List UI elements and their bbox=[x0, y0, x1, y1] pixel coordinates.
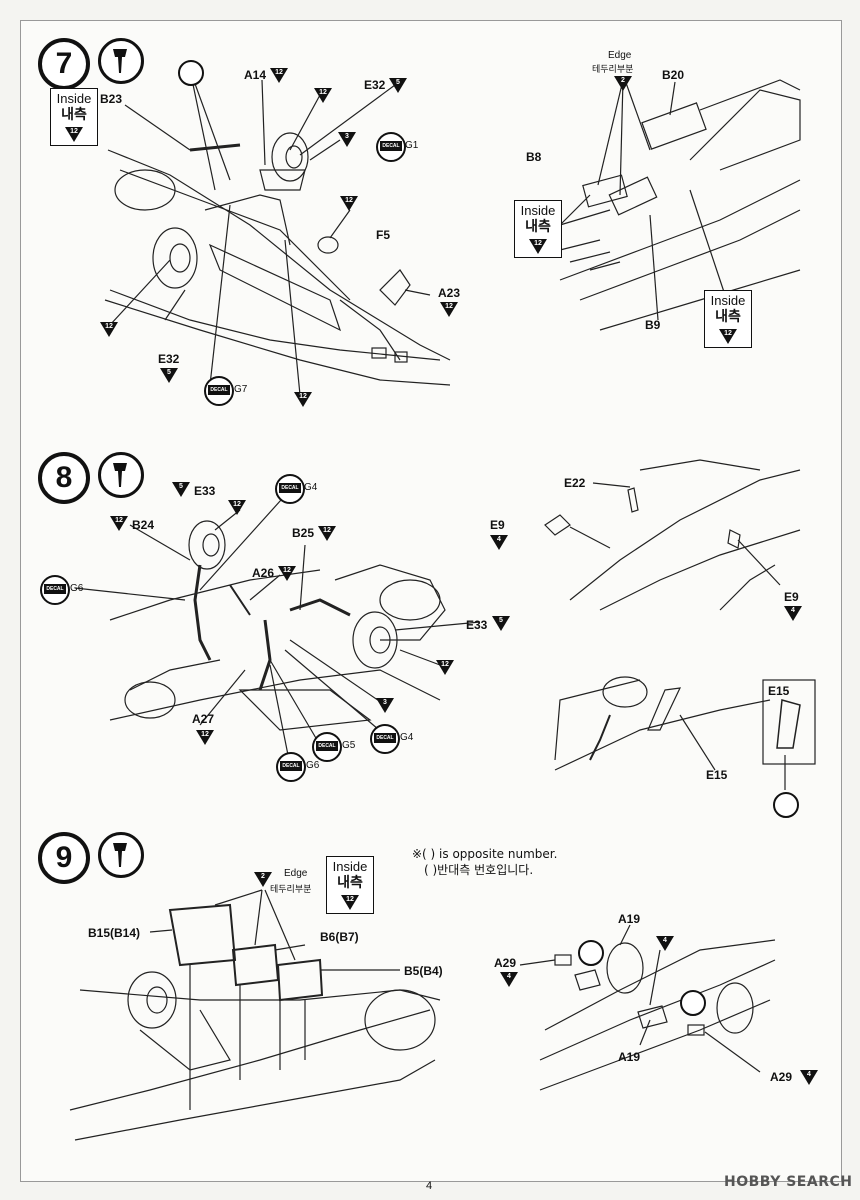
paint-triangle: 12 bbox=[440, 302, 458, 317]
inside-paint-box: Inside 내측 12 bbox=[514, 200, 562, 258]
paint-triangle: 3 bbox=[376, 698, 394, 713]
part-b5: B5(B4) bbox=[404, 964, 443, 978]
edge-korean: 테두리부분 bbox=[592, 65, 634, 75]
decal-icon: DECAL bbox=[376, 132, 406, 162]
edge-korean: 테두리부분 bbox=[270, 885, 312, 895]
glue-icon bbox=[178, 60, 204, 86]
paint-triangle: 4 bbox=[490, 535, 508, 550]
paint-triangle: 5 bbox=[389, 78, 407, 93]
paint-triangle: 12 bbox=[436, 660, 454, 675]
decal-icon: DECAL bbox=[275, 474, 305, 504]
decal-icon: DECAL bbox=[276, 752, 306, 782]
part-a23: A23 bbox=[438, 286, 461, 300]
part-b20: B20 bbox=[662, 68, 685, 82]
paint-triangle: 12 bbox=[294, 392, 312, 407]
part-b23: B23 bbox=[100, 92, 123, 106]
edge-label: Edge bbox=[608, 50, 632, 61]
cement-icon bbox=[98, 38, 144, 84]
part-b15: B15(B14) bbox=[88, 926, 141, 940]
decal-icon: DECAL bbox=[312, 732, 342, 762]
paint-triangle: 12 bbox=[318, 526, 336, 541]
decal-icon: DECAL bbox=[204, 376, 234, 406]
paint-triangle: 12 bbox=[340, 196, 358, 211]
part-e9: E9 bbox=[490, 518, 505, 532]
opposite-number-note-korean: ( )반대측 번호입니다. bbox=[424, 863, 534, 877]
part-b6: B6(B7) bbox=[320, 930, 359, 944]
paint-triangle: 12 bbox=[529, 239, 547, 254]
paint-triangle: 4 bbox=[656, 936, 674, 951]
paint-triangle: 12 bbox=[719, 329, 737, 344]
step-7-number: 7 bbox=[38, 38, 90, 90]
decal-g1: G1 bbox=[405, 140, 419, 151]
part-a29: A29 bbox=[494, 956, 517, 970]
decal-g6-lower: G6 bbox=[306, 760, 320, 771]
part-e15-box-label: E15 bbox=[768, 684, 790, 698]
inside-paint-box: Inside 내측 12 bbox=[326, 856, 374, 914]
paint-triangle: 4 bbox=[784, 606, 802, 621]
step-8-number: 8 bbox=[38, 452, 90, 504]
paint-triangle: 4 bbox=[500, 972, 518, 987]
part-e33: E33 bbox=[194, 484, 216, 498]
part-b25: B25 bbox=[292, 526, 315, 540]
cement-icon bbox=[98, 452, 144, 498]
paint-triangle: 3 bbox=[338, 132, 356, 147]
part-a19-lower: A19 bbox=[618, 1050, 641, 1064]
decal-g4-lower: G4 bbox=[400, 732, 414, 743]
paint-triangle: 12 bbox=[100, 322, 118, 337]
edge-label: Edge bbox=[284, 868, 308, 879]
paint-triangle: 12 bbox=[110, 516, 128, 531]
decal-g5: G5 bbox=[342, 740, 356, 751]
part-b9: B9 bbox=[645, 318, 661, 332]
paint-triangle: 12 bbox=[278, 566, 296, 581]
part-e22: E22 bbox=[564, 476, 586, 490]
decal-g4: G4 bbox=[304, 482, 318, 493]
page-number: 4 bbox=[426, 1180, 433, 1192]
part-a19: A19 bbox=[618, 912, 641, 926]
part-e32: E32 bbox=[364, 78, 386, 92]
paint-triangle: 12 bbox=[270, 68, 288, 83]
watermark: HOBBY SEARCH bbox=[724, 1174, 853, 1190]
step-9-number: 9 bbox=[38, 832, 90, 884]
part-a27: A27 bbox=[192, 712, 215, 726]
paint-triangle: 2 bbox=[614, 76, 632, 91]
paint-triangle: 12 bbox=[228, 500, 246, 515]
part-e15: E15 bbox=[706, 768, 728, 782]
decal-icon: DECAL bbox=[370, 724, 400, 754]
inside-paint-box: Inside 내측 12 bbox=[704, 290, 752, 348]
paint-triangle: 5 bbox=[492, 616, 510, 631]
inside-paint-box: Inside 내측 12 bbox=[50, 88, 98, 146]
part-b8: B8 bbox=[526, 150, 542, 164]
part-e32-left: E32 bbox=[158, 352, 180, 366]
part-f5: F5 bbox=[376, 228, 391, 242]
decal-g6: G6 bbox=[70, 583, 84, 594]
paint-triangle: 2 bbox=[254, 872, 272, 887]
paint-triangle: 4 bbox=[800, 1070, 818, 1085]
paint-triangle: 12 bbox=[196, 730, 214, 745]
paint-triangle: 12 bbox=[341, 895, 359, 910]
glue-icon bbox=[578, 940, 604, 966]
part-e9-right: E9 bbox=[784, 590, 799, 604]
paint-triangle: 12 bbox=[314, 88, 332, 103]
cement-icon bbox=[98, 832, 144, 878]
part-a29-right: A29 bbox=[770, 1070, 793, 1084]
part-a14: A14 bbox=[244, 68, 267, 82]
opposite-number-note: ※( ) is opposite number. bbox=[412, 847, 558, 861]
instruction-sheet bbox=[20, 20, 842, 1182]
paint-triangle: 12 bbox=[65, 127, 83, 142]
decal-g7: G7 bbox=[234, 384, 248, 395]
paint-triangle: 5 bbox=[172, 482, 190, 497]
glue-icon bbox=[773, 792, 799, 818]
paint-triangle: 5 bbox=[160, 368, 178, 383]
part-a26: A26 bbox=[252, 566, 275, 580]
part-b24: B24 bbox=[132, 518, 155, 532]
part-e33-right: E33 bbox=[466, 618, 488, 632]
decal-icon: DECAL bbox=[40, 575, 70, 605]
glue-icon bbox=[680, 990, 706, 1016]
